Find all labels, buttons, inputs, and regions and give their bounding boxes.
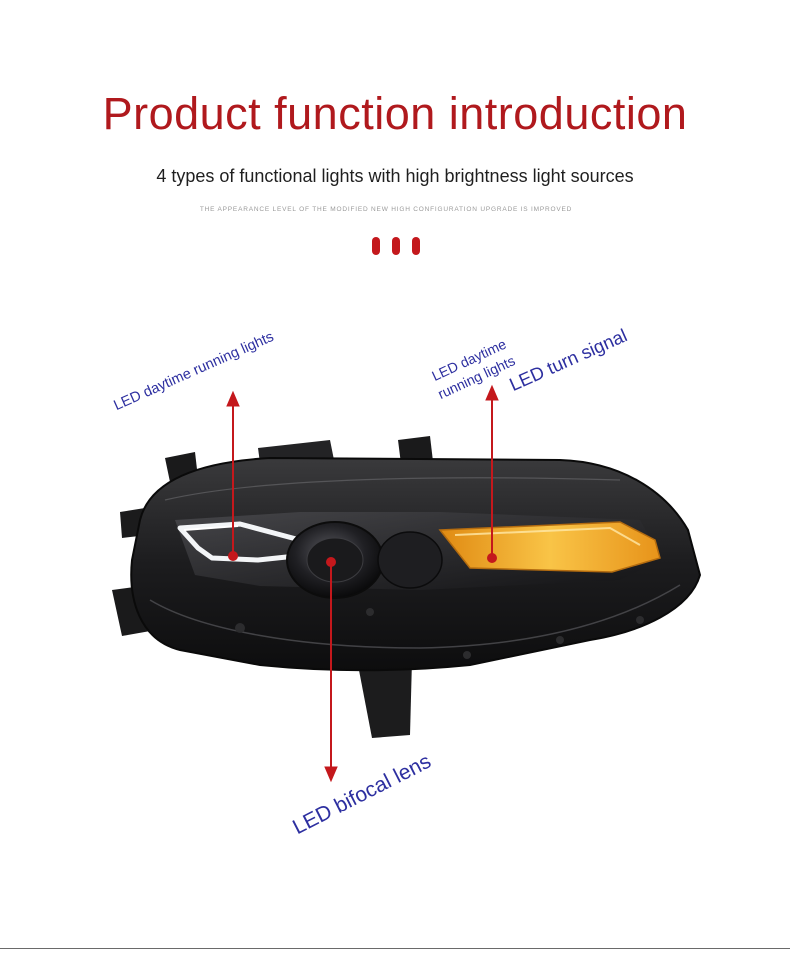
amber-turn-signal [438,521,661,573]
divider [0,948,790,949]
accent-dot [392,237,400,255]
decorative-dots [370,237,422,255]
callout-arrows [226,384,499,783]
left-drl-strip [177,521,303,563]
tagline: THE APPEARANCE LEVEL OF THE MODIFIED NEW… [199,206,573,213]
page-subtitle: 4 types of functional lights with high b… [156,166,634,186]
accent-dot [372,237,380,255]
page-title: Product function introduction [102,88,688,139]
accent-dot [412,237,420,255]
housing-details [235,608,644,659]
